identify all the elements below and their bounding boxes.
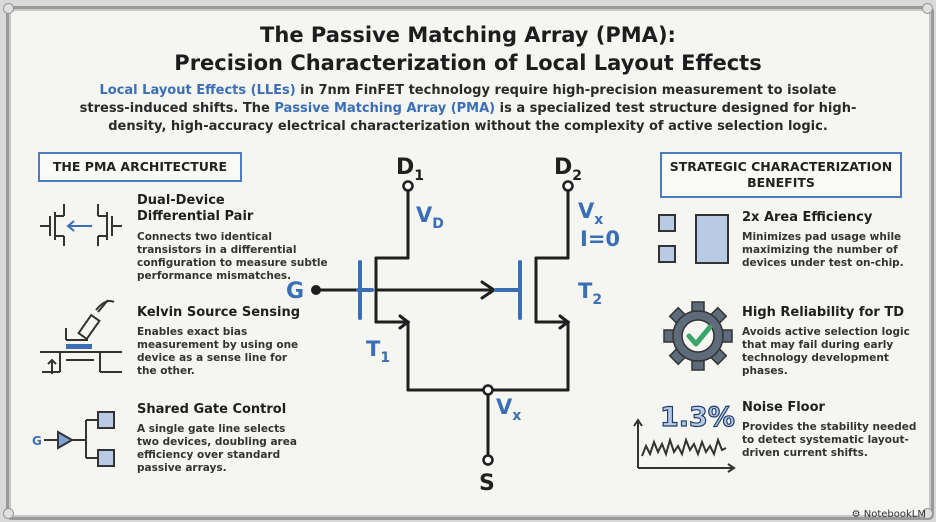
svg-text:T1: T1	[366, 337, 390, 366]
item-title-area: 2x Area Efficiency	[742, 210, 873, 225]
svg-text:Vx: Vx	[496, 395, 521, 424]
architecture-heading: THE PMA ARCHITECTURE	[38, 152, 242, 182]
svg-text:T2: T2	[578, 279, 602, 308]
d1-label: D	[396, 155, 414, 180]
svg-text:VD: VD	[416, 203, 444, 232]
whiteboard	[6, 6, 934, 520]
footer-brand: ⚙ NotebookLM	[852, 509, 926, 520]
g-label: G	[286, 279, 304, 304]
s-label: S	[479, 471, 495, 496]
svg-text:Vx: Vx	[578, 199, 603, 228]
area-efficiency-icon	[658, 214, 729, 264]
noise-floor-icon: 1.3%	[633, 401, 736, 473]
t2-label: T	[578, 279, 593, 303]
vx-top-label: V	[578, 199, 595, 223]
svg-text:D2: D2	[554, 155, 582, 184]
intro-text: is a specialized test structure designed…	[108, 101, 857, 134]
item-title-noise: Noise Floor	[742, 400, 825, 415]
gate-label: G	[32, 434, 42, 448]
noise-value: 1.3%	[660, 402, 735, 433]
corner-pin	[3, 3, 14, 14]
probe-icon	[40, 299, 122, 374]
gear-check-icon	[663, 301, 733, 371]
t1-label: T	[366, 337, 381, 361]
intro-text: in 7nm FinFET technology require high-pr…	[79, 83, 837, 116]
pma-circuit-diagram: D1 D2 VD Vx I=0 G T1 T2 Vx S	[286, 155, 620, 496]
page-title-line1: The Passive Matching Array (PMA):	[260, 23, 676, 47]
corner-pin	[922, 3, 933, 14]
item-title-differential: Dual-Device Differential Pair	[137, 193, 254, 224]
item-title-kelvin: Kelvin Source Sensing	[137, 305, 301, 320]
corner-pin	[922, 508, 933, 519]
shared-gate-icon: G	[32, 411, 115, 467]
vd-label: V	[416, 203, 433, 227]
intro-paragraph: Local Layout Effects (LLEs) in 7nm FinFE…	[78, 82, 858, 136]
svg-text:D1: D1	[396, 155, 424, 184]
item-title-shared-gate: Shared Gate Control	[137, 402, 287, 417]
corner-pin	[3, 508, 14, 519]
differential-pair-icon	[40, 204, 122, 246]
vx-bottom-label: V	[496, 395, 513, 419]
notebook-logo-icon: ⚙	[851, 509, 861, 520]
benefits-heading: STRATEGIC CHARACTERIZATION BENEFITS	[660, 152, 902, 198]
i-zero-label: I=0	[580, 227, 620, 251]
page-title-line2: Precision Characterization of Local Layo…	[174, 51, 762, 75]
d2-label: D	[554, 155, 572, 180]
intro-highlight-pma: Passive Matching Array (PMA)	[274, 101, 496, 116]
footer-brand-text: NotebookLM	[863, 509, 926, 520]
item-title-reliability: High Reliability for TD	[742, 305, 905, 320]
intro-highlight-lle: Local Layout Effects (LLEs)	[99, 83, 296, 98]
